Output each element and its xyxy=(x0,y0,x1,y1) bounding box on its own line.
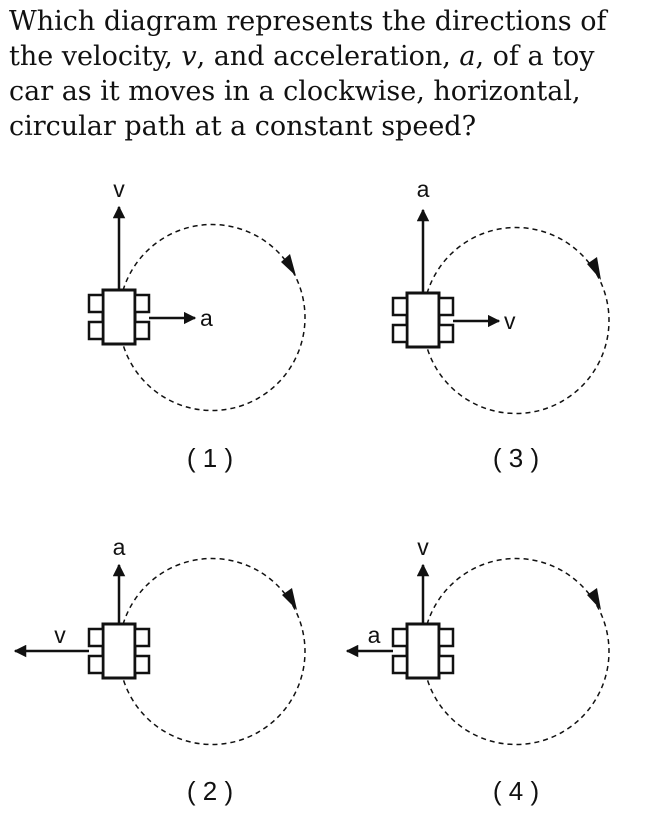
question-part-2: , and acceleration, xyxy=(196,41,460,72)
question-part-1: Which diagram represents the directions … xyxy=(9,6,607,72)
clockwise-arrow-icon xyxy=(281,254,296,276)
clockwise-arrow-icon xyxy=(587,588,601,610)
side-arrow-label: v xyxy=(54,622,66,648)
toy-car-icon xyxy=(391,291,455,349)
circular-path xyxy=(422,557,610,746)
clockwise-arrow-icon xyxy=(282,588,297,610)
toy-car-icon xyxy=(87,288,151,346)
velocity-symbol: v xyxy=(181,41,197,72)
option-3-label: ( 3 ) xyxy=(493,443,539,473)
option-2-diagram: a v ( 2 ) xyxy=(13,534,306,806)
circular-path xyxy=(118,223,306,412)
side-arrow-label: v xyxy=(504,308,516,334)
clockwise-arrow-icon xyxy=(587,257,601,280)
up-arrow-label: v xyxy=(113,176,125,202)
option-1-diagram: v a ( 1 ) xyxy=(87,176,306,473)
side-arrow-label: a xyxy=(200,305,213,331)
circular-path xyxy=(118,557,306,746)
up-arrow-label: a xyxy=(113,534,126,560)
up-arrow-label: a xyxy=(417,176,430,202)
toy-car-icon xyxy=(87,622,151,680)
option-3-diagram: a v ( 3 ) xyxy=(391,176,610,473)
question-part-3: , of a toy car as it moves in a clockwis… xyxy=(9,41,595,142)
option-2-label: ( 2 ) xyxy=(187,776,233,806)
circular-path xyxy=(422,226,610,415)
option-4-diagram: v a ( 4 ) xyxy=(345,534,610,806)
toy-car-icon xyxy=(391,622,455,680)
side-arrow-label: a xyxy=(368,622,381,648)
question-text: Which diagram represents the directions … xyxy=(9,4,639,144)
option-1-label: ( 1 ) xyxy=(187,443,233,473)
option-4-label: ( 4 ) xyxy=(493,776,539,806)
acceleration-symbol: a xyxy=(459,41,476,72)
up-arrow-label: v xyxy=(417,534,429,560)
